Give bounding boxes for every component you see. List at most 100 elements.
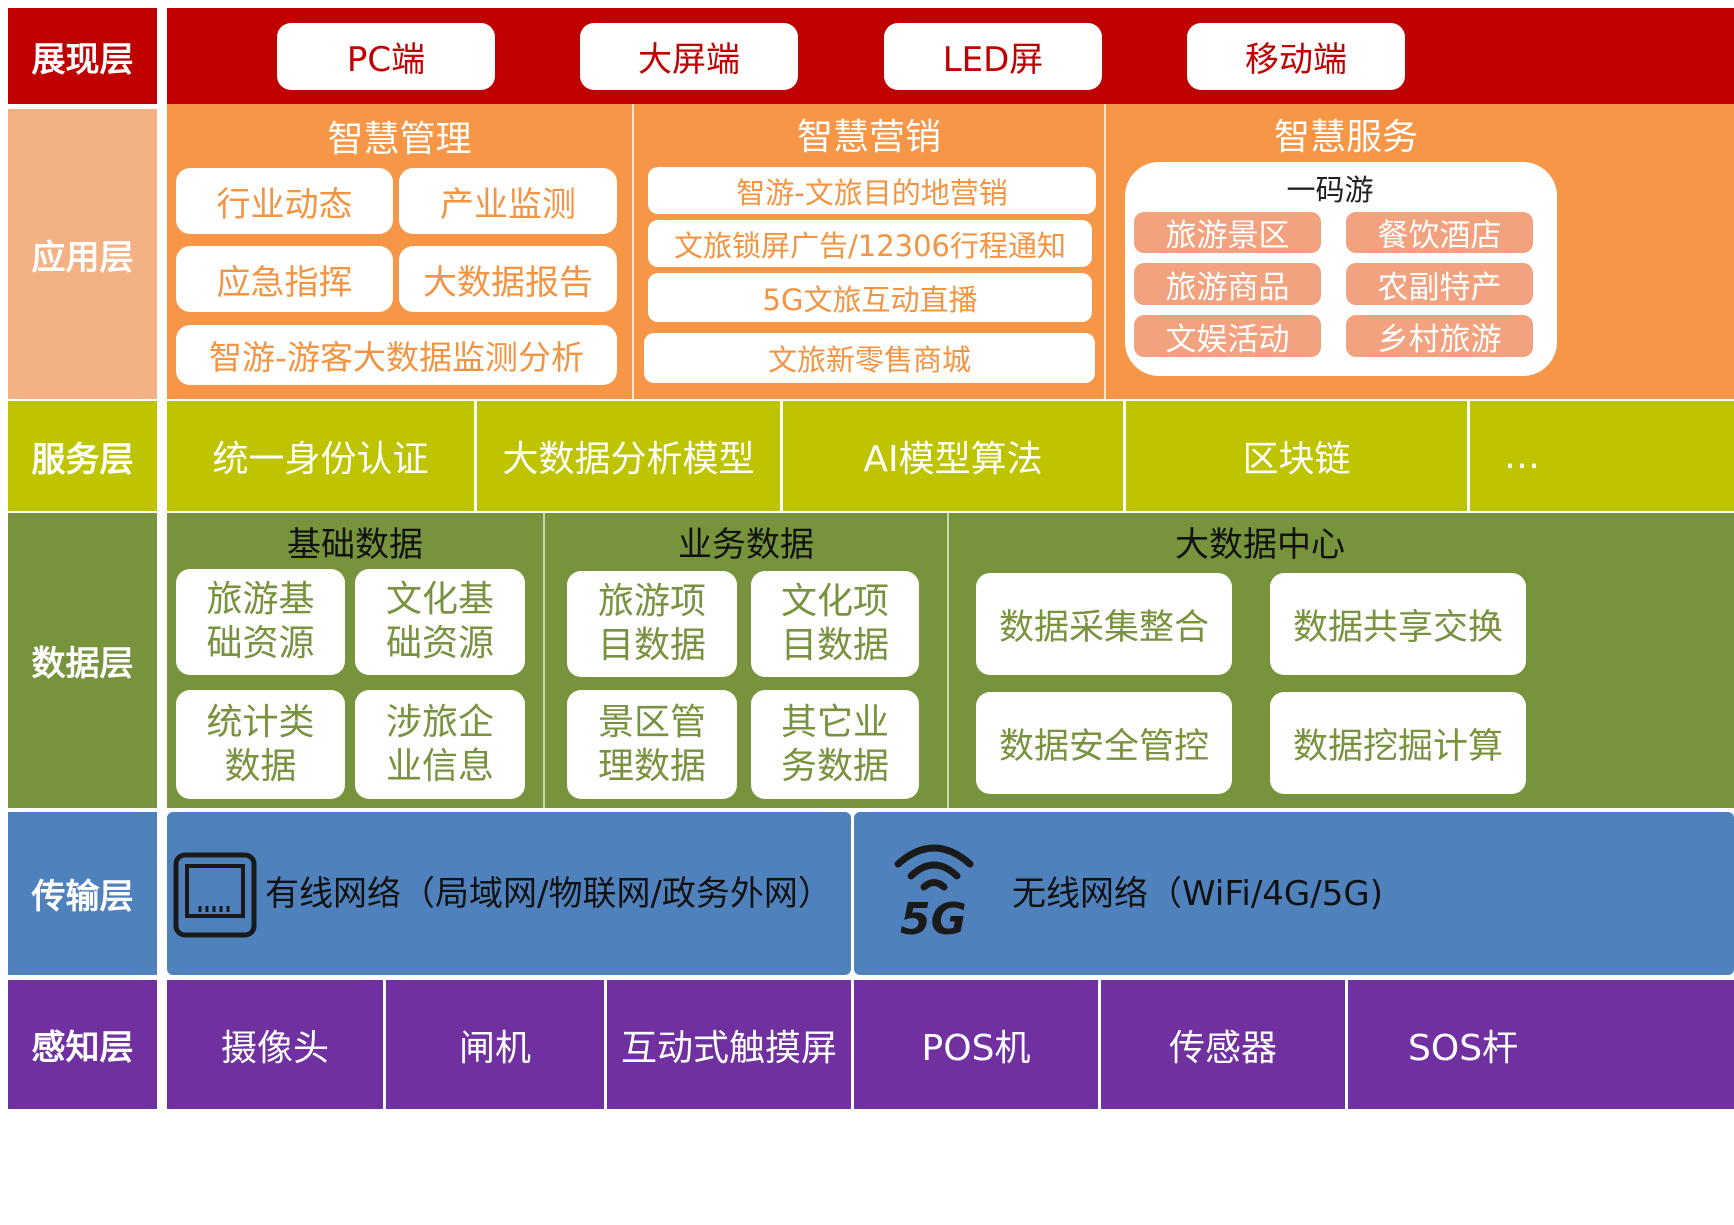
layer-label-text: 感知层: [31, 1028, 134, 1068]
layer-label-text: 应用层: [31, 237, 134, 278]
one-code-tour-title: 一码游: [1286, 173, 1374, 207]
data-mining-box[interactable]: 数据挖掘计算: [1270, 692, 1526, 794]
touchscreen-cell[interactable]: 互动式触摸屏: [607, 980, 851, 1109]
wired-network-label: 有线网络（局域网/物联网/政务外网）: [265, 874, 832, 914]
destination-marketing-box[interactable]: 智游-文旅目的地营销: [648, 167, 1096, 214]
retail-mall-label: 文旅新零售商城: [767, 343, 971, 377]
layer-label-text: 展现层: [31, 39, 134, 80]
big-data-center-title: 大数据中心: [1175, 524, 1345, 565]
entertainment-tag[interactable]: 文娱活动: [1134, 315, 1321, 358]
ai-algorithm-cell[interactable]: AI模型算法: [783, 401, 1123, 511]
line-1: 旅游项: [597, 581, 706, 622]
line-1: 文化基: [385, 579, 494, 620]
scenic-spot-tag[interactable]: 旅游景区: [1134, 212, 1321, 254]
5g-text: 5G: [900, 894, 967, 945]
business-data-title: 业务数据: [678, 524, 814, 565]
other-business-text: 其它业务数据: [781, 701, 889, 789]
big-screen-button[interactable]: 大屏端: [580, 23, 798, 90]
wireless-network-panel: [854, 812, 1734, 975]
emergency-command-box[interactable]: 应急指挥: [176, 246, 393, 312]
analysis-model-label: 大数据分析模型: [502, 439, 755, 480]
data-collection-box[interactable]: 数据采集整合: [976, 573, 1232, 675]
agricultural-products-tag[interactable]: 农副特产: [1346, 263, 1533, 306]
industry-trends-box[interactable]: 行业动态: [176, 168, 393, 234]
mobile-label: 移动端: [1245, 40, 1347, 80]
layer-label-transport: 传输层: [8, 812, 157, 975]
data-divider-1: [543, 513, 545, 808]
gate-label: 闸机: [458, 1027, 531, 1069]
other-business-box[interactable]: 其它业务数据: [751, 690, 919, 799]
big-screen-label: 大屏端: [638, 40, 740, 80]
wired-network-panel: [167, 812, 851, 975]
line-1: 其它业: [780, 701, 889, 743]
analysis-model-cell[interactable]: 大数据分析模型: [477, 401, 780, 511]
line-1: 涉旅企: [385, 701, 494, 743]
line-1: 旅游基: [206, 579, 315, 620]
app-divider-1: [632, 104, 634, 399]
data-sharing-box[interactable]: 数据共享交换: [1270, 573, 1526, 675]
more-cell[interactable]: …: [1470, 401, 1734, 511]
visitor-analysis-label: 智游-游客大数据监测分析: [209, 338, 584, 377]
layer-label-service: 服务层: [8, 401, 157, 511]
line-2: 理数据: [597, 745, 706, 787]
camera-cell[interactable]: 摄像头: [167, 980, 383, 1109]
lockscreen-ads-box[interactable]: 文旅锁屏广告/12306行程通知: [648, 220, 1092, 267]
mobile-button[interactable]: 移动端: [1187, 23, 1405, 90]
lockscreen-ads-label: 文旅锁屏广告/12306行程通知: [673, 228, 1067, 263]
data-security-box[interactable]: 数据安全管控: [976, 692, 1232, 794]
pos-cell[interactable]: POS机: [854, 980, 1098, 1109]
rural-tourism-tag[interactable]: 乡村旅游: [1346, 315, 1533, 358]
sensor-cell[interactable]: 传感器: [1101, 980, 1345, 1109]
data-divider-2: [947, 513, 949, 808]
gate-cell[interactable]: 闸机: [386, 980, 604, 1109]
basic-data-title: 基础数据: [287, 524, 423, 565]
scenic-management-box[interactable]: 景区管理数据: [567, 690, 737, 799]
layer-label-text: 传输层: [31, 877, 134, 917]
line-1: 文化项: [780, 581, 889, 622]
blockchain-cell[interactable]: 区块链: [1126, 401, 1467, 511]
led-label: LED屏: [942, 40, 1044, 80]
dining-hotel-tag[interactable]: 餐饮酒店: [1346, 212, 1533, 254]
unified-identity-label: 统一身份认证: [212, 439, 429, 480]
sensor-label: 传感器: [1168, 1027, 1277, 1069]
data-sharing-label: 数据共享交换: [1292, 607, 1503, 648]
line-2: 础资源: [385, 623, 494, 664]
enterprise-info-box[interactable]: 涉旅企业信息: [355, 690, 525, 799]
line-2: 础资源: [206, 623, 315, 664]
cultural-resources-box[interactable]: 文化基础资源: [355, 569, 525, 675]
live-stream-box[interactable]: 5G文旅互动直播: [648, 273, 1092, 322]
layer-label-presentation: 展现层: [8, 8, 157, 104]
live-stream-label: 5G文旅互动直播: [762, 282, 978, 317]
tourism-resources-text: 旅游基础资源: [206, 578, 314, 666]
ethernet-port-graphic: [173, 852, 257, 938]
line-2: 目数据: [597, 625, 706, 666]
line-2: 目数据: [780, 625, 889, 666]
ethernet-port-icon: [173, 852, 257, 938]
pc-button[interactable]: PC端: [277, 23, 495, 90]
big-data-report-box[interactable]: 大数据报告: [399, 246, 617, 312]
visitor-analysis-box[interactable]: 智游-游客大数据监测分析: [176, 325, 617, 385]
statistics-text: 统计类数据: [206, 701, 314, 789]
sos-pole-cell[interactable]: SOS杆: [1348, 980, 1734, 1109]
data-security-label: 数据安全管控: [998, 726, 1209, 767]
industry-monitoring-box[interactable]: 产业监测: [399, 168, 617, 234]
unified-identity-cell[interactable]: 统一身份认证: [167, 401, 474, 511]
industry-trends-label: 行业动态: [216, 184, 353, 225]
led-button[interactable]: LED屏: [884, 23, 1102, 90]
statistics-box[interactable]: 统计类数据: [176, 690, 345, 799]
management-title: 智慧管理: [327, 119, 472, 160]
sos-pole-label: SOS杆: [1408, 1027, 1519, 1069]
tourism-resources-box[interactable]: 旅游基础资源: [176, 569, 345, 675]
tourism-project-box[interactable]: 旅游项目数据: [567, 571, 737, 677]
wireless-network-label: 无线网络（WiFi/4G/5G): [1012, 874, 1383, 914]
data-collection-label: 数据采集整合: [998, 607, 1209, 648]
line-2: 业信息: [385, 745, 494, 787]
retail-mall-box[interactable]: 文旅新零售商城: [644, 333, 1095, 383]
scenic-management-text: 景区管理数据: [598, 701, 706, 789]
tourism-goods-tag[interactable]: 旅游商品: [1134, 263, 1321, 306]
line-2: 数据: [224, 745, 297, 787]
layer-label-text: 服务层: [31, 439, 134, 480]
more-label: …: [1504, 435, 1540, 477]
data-mining-label: 数据挖掘计算: [1292, 726, 1503, 767]
cultural-project-box[interactable]: 文化项目数据: [751, 571, 919, 677]
